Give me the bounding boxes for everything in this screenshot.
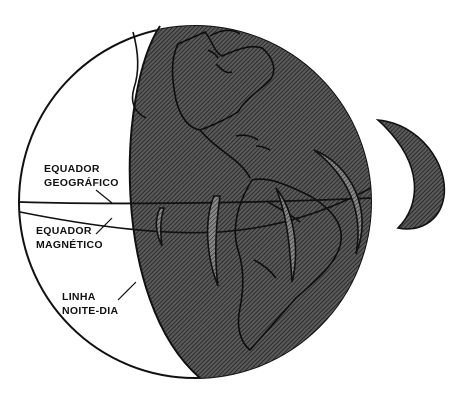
label-terminator-1: LINHA [62, 291, 96, 303]
label-geographic-equator-2: GEOGRÁFICO [44, 176, 119, 189]
label-magnetic-equator-1: EQUADOR [36, 225, 92, 237]
label-geographic-equator-1: EQUADOR [44, 163, 100, 175]
label-magnetic-equator-2: MAGNÉTICO [36, 238, 103, 251]
label-terminator-2: NOITE-DIA [62, 305, 118, 317]
crescent-moon-outer [378, 120, 444, 229]
